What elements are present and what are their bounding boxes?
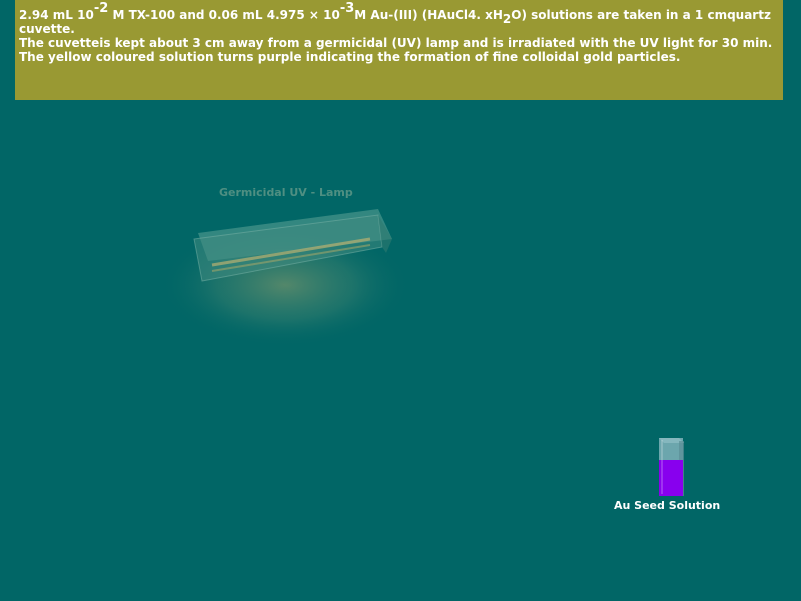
instruction-line-3: The yellow coloured solution turns purpl… <box>19 50 681 64</box>
uv-tube-1 <box>211 237 371 267</box>
instruction-line-1: 2.94 mL 10-2 M TX-100 and 0.06 mL 4.975 … <box>19 1 771 36</box>
uv-lamp-label: Germicidal UV - Lamp <box>219 186 353 199</box>
lamp-housing-side <box>378 215 392 253</box>
instruction-panel: 2.94 mL 10-2 M TX-100 and 0.06 mL 4.975 … <box>15 0 783 100</box>
instruction-line-2: The cuvetteis kept about 3 cm away from … <box>19 36 773 50</box>
uv-tube-2 <box>211 244 371 272</box>
cuvette-highlight <box>661 440 663 494</box>
cuvette-icon <box>659 438 684 496</box>
cuvette-glass <box>659 438 683 460</box>
au-seed-solution-label: Au Seed Solution <box>614 499 721 512</box>
au-seed-solution-fill <box>659 460 683 496</box>
uv-lamp-icon <box>160 209 410 347</box>
